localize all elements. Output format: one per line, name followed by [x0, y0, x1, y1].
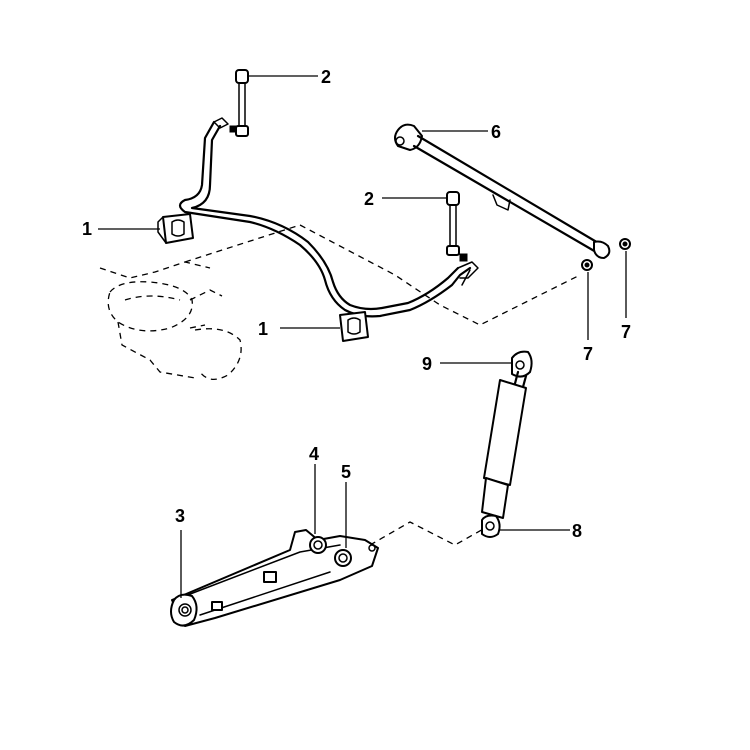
callout-8: 8 — [572, 521, 582, 541]
callout-4: 4 — [309, 444, 319, 464]
leader-lines — [98, 75, 627, 598]
callout-1-lower: 1 — [258, 319, 268, 339]
callout-3: 3 — [175, 506, 185, 526]
callout-7-left: 7 — [583, 344, 593, 364]
bushing-lower — [339, 311, 369, 342]
callout-2-lower: 2 — [364, 189, 374, 209]
knuckle-reference — [99, 224, 301, 380]
callout-7-right: 7 — [621, 322, 631, 342]
callout-6: 6 — [491, 122, 501, 142]
stabilizer-link-lower — [446, 191, 468, 262]
stabilizer-bar — [178, 117, 479, 318]
callout-5: 5 — [341, 462, 351, 482]
callout-1-upper: 1 — [82, 219, 92, 239]
bushing-upper — [157, 213, 194, 244]
shock-absorber — [481, 350, 533, 538]
trailing-arm — [170, 529, 379, 627]
lateral-rod — [394, 123, 611, 259]
callouts: 1 1 2 2 3 4 5 6 7 7 8 9 — [82, 67, 631, 541]
callout-9: 9 — [422, 354, 432, 374]
assembly-guides — [299, 224, 581, 546]
nuts — [581, 238, 631, 271]
stabilizer-link-upper — [229, 69, 249, 137]
callout-2-upper: 2 — [321, 67, 331, 87]
